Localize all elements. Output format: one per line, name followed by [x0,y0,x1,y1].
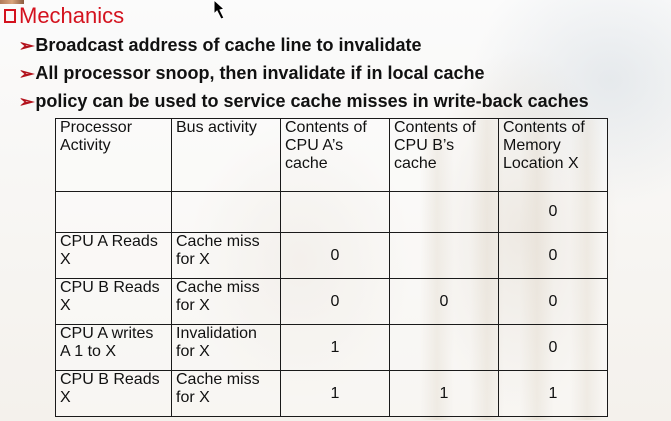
header-processor-activity: Processor Activity [55,118,172,192]
cell-processor-activity: CPU A Reads X [55,232,172,279]
cell-cpu-b-cache [389,324,499,371]
arrow-bullet-icon: ➢ [18,37,35,55]
cell-processor-activity: CPU A writes A 1 to X [55,324,172,371]
mouse-pointer-icon [213,0,226,20]
cell-memory-x: 0 [498,278,608,325]
cell-cpu-a-cache: 0 [280,278,390,325]
slide-title: Mechanics [4,3,124,29]
cell-bus-activity: Cache miss for X [171,278,281,325]
cache-state-table-wrapper: Processor Activity Bus activity Contents… [55,118,608,417]
header-bus-activity: Bus activity [171,118,281,192]
cell-processor-activity [55,191,172,233]
cell-bus-activity: Cache miss for X [171,370,281,417]
cell-cpu-b-cache: 0 [389,278,499,325]
hollow-square-bullet-icon [4,9,16,23]
header-memory-x: Contents of Memory Location X [498,118,608,192]
bullet-text: policy can be used to service cache miss… [35,91,589,111]
bullet-text: All processor snoop, then invalidate if … [35,63,485,83]
cell-cpu-b-cache [389,191,499,233]
header-cpu-b-cache: Contents of CPU B’s cache [389,118,499,192]
bullet-item: ➢ Broadcast address of cache line to inv… [18,35,422,56]
header-cpu-a-cache: Contents of CPU A’s cache [280,118,390,192]
table-row: CPU B Reads X Cache miss for X 0 0 0 [55,278,608,325]
cell-memory-x: 0 [498,191,608,233]
cell-memory-x: 0 [498,324,608,371]
table-row: CPU A writes A 1 to X Invalidation for X… [55,324,608,371]
table-row: CPU B Reads X Cache miss for X 1 1 1 [55,370,608,417]
arrow-bullet-icon: ➢ [18,65,35,83]
cell-cpu-a-cache: 0 [280,232,390,279]
table-header-row: Processor Activity Bus activity Contents… [55,118,608,192]
table-row: 0 [55,191,608,233]
bullet-item: ➢ policy can be used to service cache mi… [18,91,589,112]
cell-cpu-a-cache: 1 [280,370,390,417]
cell-bus-activity [171,191,281,233]
cell-processor-activity: CPU B Reads X [55,370,172,417]
bullet-item: ➢ All processor snoop, then invalidate i… [18,63,485,84]
cell-cpu-a-cache: 1 [280,324,390,371]
cell-processor-activity: CPU B Reads X [55,278,172,325]
cell-cpu-a-cache [280,191,390,233]
cell-bus-activity: Cache miss for X [171,232,281,279]
bullet-text: Broadcast address of cache line to inval… [35,35,422,55]
cache-state-table: Processor Activity Bus activity Contents… [55,118,608,417]
corner-photo-fragment [0,0,24,4]
cell-bus-activity: Invalidation for X [171,324,281,371]
slide-title-text: Mechanics [19,3,125,28]
cell-cpu-b-cache: 1 [389,370,499,417]
cell-cpu-b-cache [389,232,499,279]
cell-memory-x: 1 [498,370,608,417]
arrow-bullet-icon: ➢ [18,93,35,111]
table-row: CPU A Reads X Cache miss for X 0 0 [55,232,608,279]
cell-memory-x: 0 [498,232,608,279]
